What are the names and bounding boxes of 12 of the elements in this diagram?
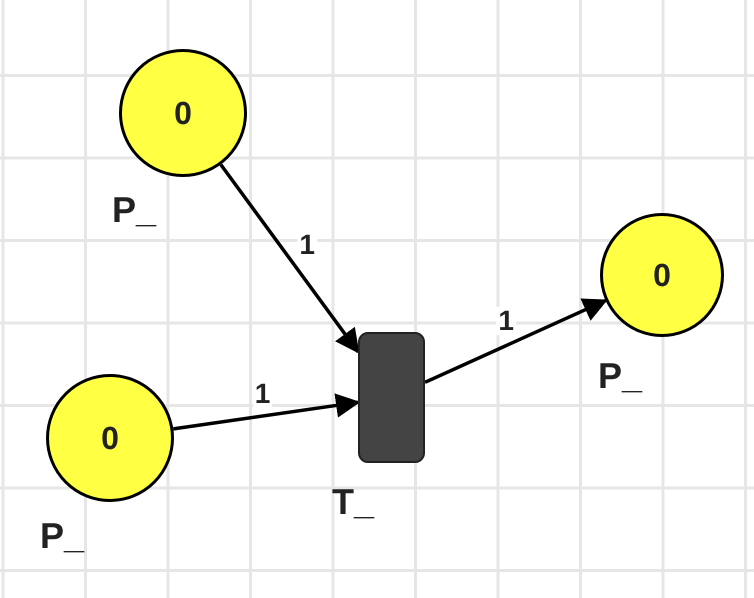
transition-bar [358, 332, 425, 463]
token-count: 0 [101, 422, 119, 454]
node-name: P_ [598, 358, 642, 394]
node-name: P_ [40, 518, 84, 554]
token-count: 0 [174, 97, 192, 129]
token-count: 0 [653, 259, 671, 291]
arrow [173, 393, 360, 431]
edge-label: 1 [496, 307, 516, 336]
node-name: T_ [332, 484, 374, 520]
arrow [424, 298, 608, 384]
arrow [219, 164, 360, 354]
node-name: P_ [112, 192, 156, 228]
